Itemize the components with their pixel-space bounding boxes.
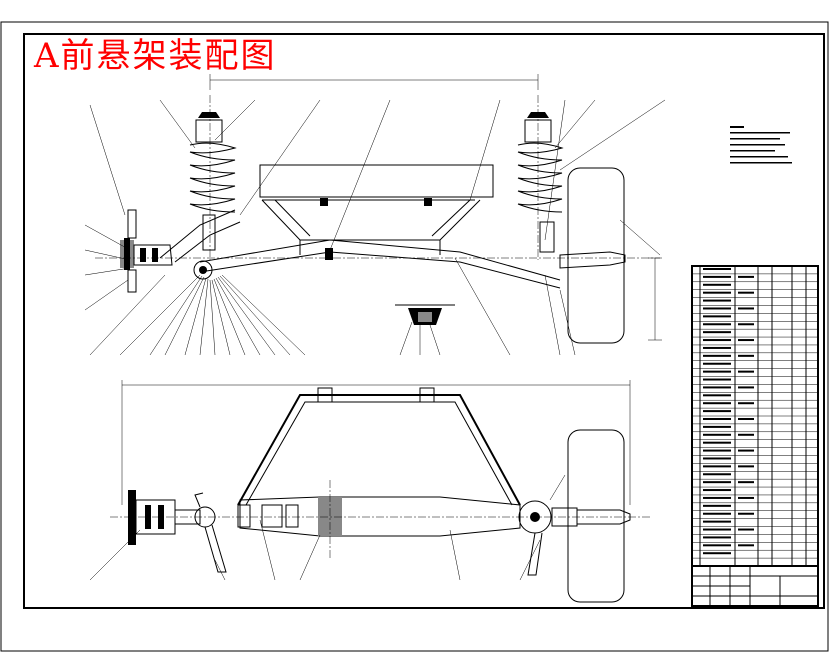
parts-list-cell-mark	[738, 512, 754, 515]
parts-list-cell-mark	[738, 354, 754, 357]
parts-list-cell-mark	[738, 402, 754, 405]
section-detail	[395, 304, 455, 356]
parts-list-cell-mark	[738, 418, 754, 420]
left-hub-assembly	[128, 490, 201, 545]
right-wheel-outline	[567, 167, 625, 344]
upper-control-arm	[159, 209, 241, 263]
parts-list-cell-mark	[703, 291, 731, 294]
sheet-border-inner	[23, 33, 825, 609]
sheet-border-outer	[0, 21, 829, 652]
subframe-truss	[261, 199, 481, 241]
parts-list-cell-mark	[738, 528, 754, 531]
parts-list-cell-mark	[703, 275, 731, 278]
left-knuckle-assembly	[120, 209, 173, 293]
parts-list-cell-mark	[703, 378, 731, 381]
parts-list-cell-mark	[738, 449, 754, 452]
parts-list-cell-mark	[703, 520, 731, 523]
parts-list-cell-mark	[738, 544, 754, 547]
parts-list-cell-mark	[703, 346, 731, 349]
parts-list-cell-mark	[738, 433, 754, 436]
parts-list-cell-mark	[738, 370, 754, 373]
right-hub-assembly	[518, 500, 631, 576]
parts-list-cell-mark	[738, 481, 754, 484]
parts-list-cell-mark	[703, 536, 731, 539]
parts-list-cell-mark	[703, 552, 731, 555]
parts-list-cell-mark	[738, 307, 754, 310]
lower-control-arm	[199, 239, 561, 289]
parts-list-cell-mark	[703, 449, 731, 452]
left-coil-spring	[189, 95, 237, 260]
axle-beam	[239, 496, 521, 537]
parts-list-cell-mark	[703, 489, 731, 492]
parts-list-cell-mark	[703, 315, 731, 318]
part-leader-lines	[84, 99, 666, 356]
parts-list-cell-mark	[703, 339, 731, 342]
parts-list-cell-mark	[703, 268, 731, 270]
parts-list-table	[691, 265, 819, 567]
drawing-title: A前悬架装配图	[34, 36, 277, 76]
parts-list-cell-mark	[703, 441, 731, 444]
parts-list-cell-mark	[703, 410, 731, 413]
parts-list-cell-mark	[738, 386, 754, 389]
parts-list-cell-mark	[703, 394, 731, 397]
stabilizer-bar	[237, 394, 521, 506]
parts-list-cell-mark	[703, 457, 731, 460]
title-block	[691, 565, 819, 607]
parts-list-cell-mark	[703, 283, 731, 286]
parts-list-cell-mark	[703, 386, 731, 389]
frame-outline	[259, 164, 494, 198]
parts-list-cell-mark	[703, 307, 731, 310]
parts-list-cell-mark	[738, 323, 754, 326]
front-elevation-view	[84, 74, 792, 356]
parts-list-cell-mark	[703, 481, 731, 484]
parts-list-cell-mark	[703, 323, 731, 326]
parts-list-cell-mark	[738, 496, 754, 499]
right-coil-spring	[517, 95, 564, 260]
parts-list-cell-mark	[703, 433, 731, 436]
parts-list-cell-mark	[703, 473, 731, 476]
parts-list-cell-mark	[703, 496, 731, 499]
parts-list-cell-mark	[703, 528, 731, 531]
parts-list-cell-mark	[703, 362, 731, 365]
parts-list-cell-mark	[738, 275, 754, 278]
parts-list-cell-mark	[738, 465, 754, 468]
parts-list-cell-mark	[703, 418, 731, 420]
parts-list-cell-mark	[738, 291, 754, 294]
right-stub-axle	[559, 251, 626, 269]
parts-list-cell-mark	[703, 544, 731, 547]
parts-list-cell-mark	[703, 331, 731, 334]
parts-list-cell-mark	[703, 402, 731, 405]
parts-list-cell-mark	[703, 512, 731, 515]
parts-list-cell-mark	[703, 370, 731, 373]
parts-list-cell-mark	[703, 299, 731, 302]
right-wheel-outline-plan	[567, 429, 625, 603]
parts-list-cell-mark	[703, 425, 731, 428]
parts-list-cell-mark	[703, 465, 731, 468]
parts-list-cell-mark	[738, 339, 754, 342]
technical-notes	[730, 126, 792, 164]
plan-view	[89, 380, 650, 603]
parts-list-cell-mark	[703, 504, 731, 507]
parts-list-cell-mark	[703, 354, 731, 357]
